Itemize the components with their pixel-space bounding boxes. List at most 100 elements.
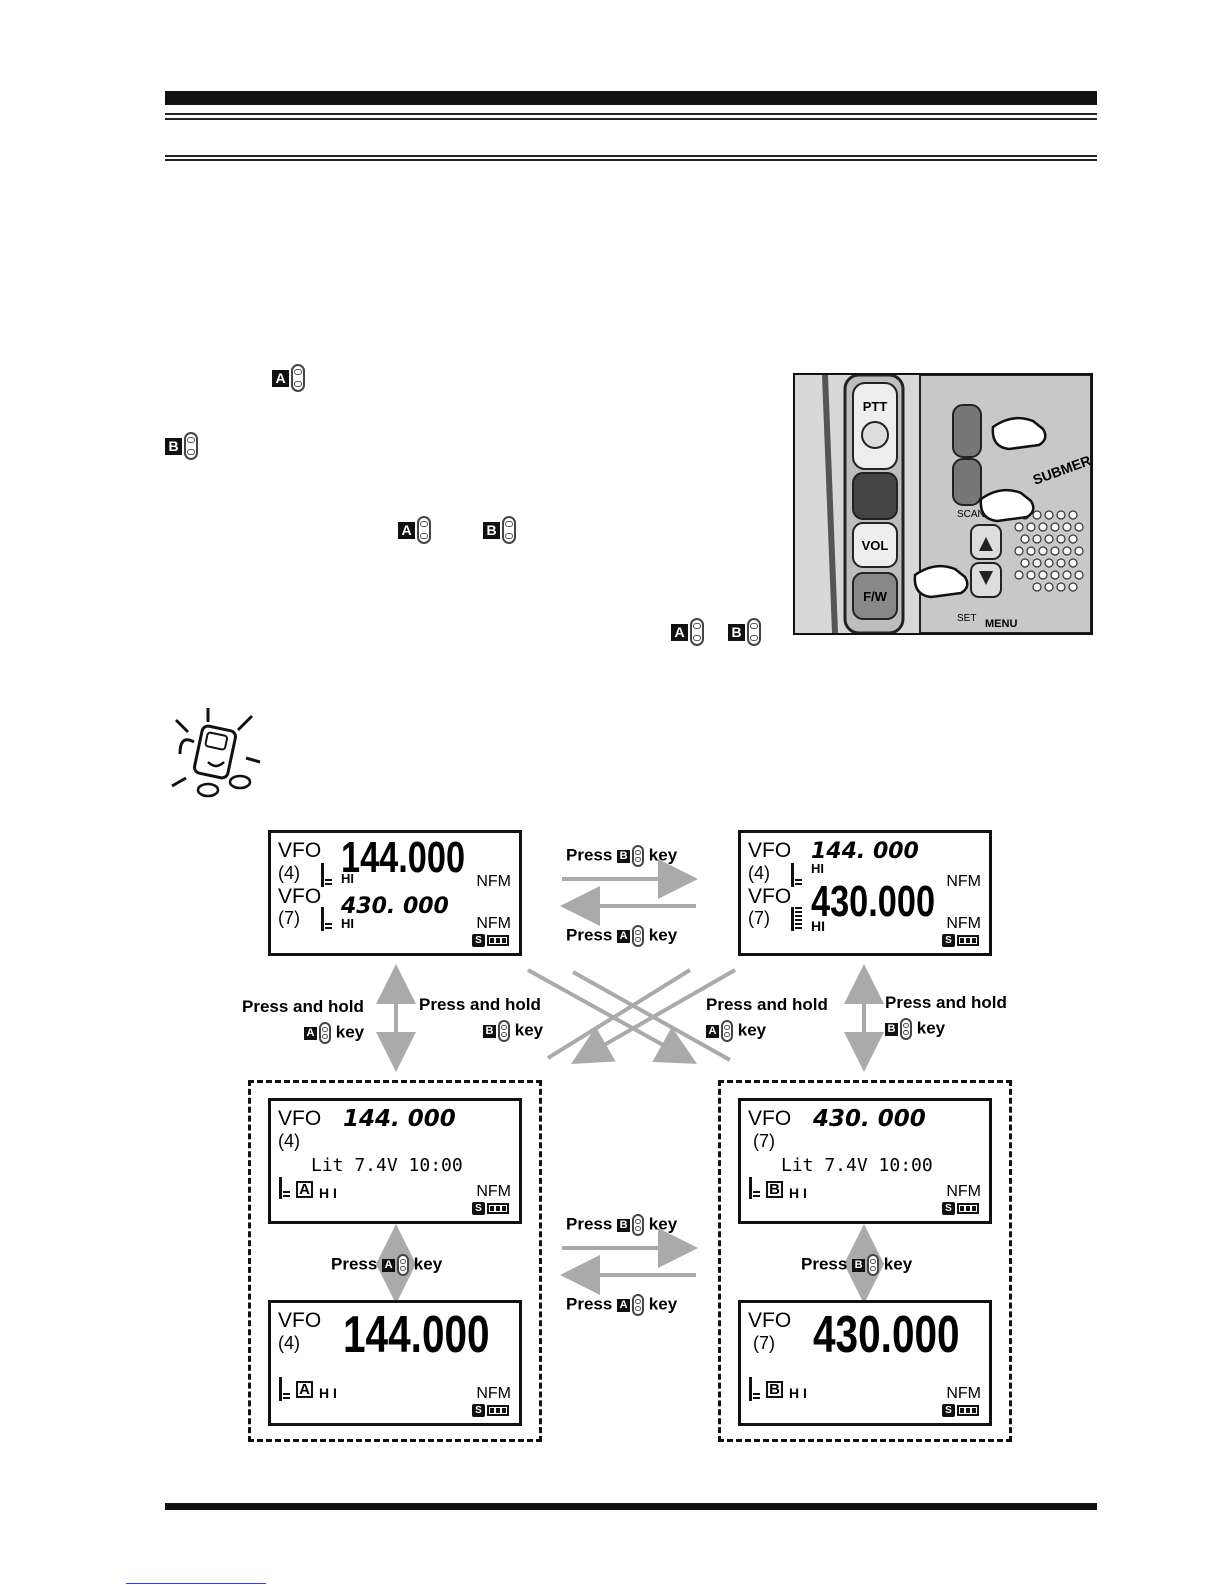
channel-label: (7) <box>748 908 770 928</box>
press-a-label: Press A key <box>331 1254 442 1276</box>
lcd-band-b-status: VFO (7) 430. 000 Lit 7.4V 10:00 B H I NF… <box>738 1098 992 1224</box>
frequency-display: 144. 000 <box>343 1106 456 1132</box>
battery-icon: S <box>942 934 979 947</box>
lcd-band-b-single: VFO (7) 430.000 B H I NFM S <box>738 1300 992 1426</box>
band-b-indicator: B <box>766 1381 783 1399</box>
signal-indicator <box>791 863 794 887</box>
band-a-indicator: A <box>296 1181 313 1199</box>
mode-label: NFM <box>946 915 981 932</box>
press-hold-a-key: A key <box>706 1020 766 1042</box>
status-line: Lit 7.4V 10:00 <box>781 1155 933 1176</box>
channel-label: (4) <box>278 1333 300 1353</box>
power-label: H I <box>319 1185 337 1201</box>
signal-bars <box>325 923 332 929</box>
signal-indicator <box>749 1377 752 1401</box>
signal-indicator <box>321 907 324 931</box>
band-a-indicator: A <box>296 1381 313 1399</box>
press-b-label: Press B key <box>566 845 677 867</box>
mode-label: NFM <box>476 1183 511 1200</box>
signal-bars <box>795 879 802 885</box>
power-label: HI <box>341 871 354 886</box>
signal-bars <box>753 1393 760 1399</box>
press-hold-a-key: A key <box>304 1022 364 1044</box>
press-hold-b-key: B key <box>483 1020 543 1042</box>
frequency-display: 430.000 <box>811 877 936 926</box>
vfo-label: VFO <box>278 839 322 862</box>
band-b-indicator: B <box>766 1181 783 1199</box>
mode-label: NFM <box>946 1183 981 1200</box>
radio-side-photo: PTT VOL F/W SUBMERS SCAN SET MENU <box>793 373 1093 635</box>
channel-label: (4) <box>278 1131 300 1151</box>
header-rule-thick <box>165 91 1097 105</box>
power-label: HI <box>811 861 824 876</box>
footer-rule <box>165 1503 1097 1510</box>
battery-icon: S <box>472 1404 509 1417</box>
frequency-display: 430. 000 <box>341 894 449 919</box>
lcd-band-a-single: VFO (4) 144.000 A H I NFM S <box>268 1300 522 1426</box>
signal-bars <box>795 907 802 929</box>
signal-bars <box>325 879 332 885</box>
press-b-label: Press B key <box>801 1254 912 1276</box>
battery-icon: S <box>472 1202 509 1215</box>
mode-label: NFM <box>476 915 511 932</box>
mascot-radio-icon <box>164 702 264 800</box>
press-hold-b-key: B key <box>885 1018 945 1040</box>
press-hold-label: Press and hold <box>242 997 364 1016</box>
vfo-label: VFO <box>278 885 322 908</box>
power-label: HI <box>811 918 825 934</box>
power-label: H I <box>319 1385 337 1401</box>
press-hold-label: Press and hold <box>885 993 1007 1012</box>
band-b-group <box>718 1080 1012 1442</box>
header-rule-thin-2 <box>165 118 1097 120</box>
mode-label: NFM <box>946 873 981 890</box>
signal-indicator <box>321 863 324 887</box>
battery-icon: S <box>942 1404 979 1417</box>
status-line: Lit 7.4V 10:00 <box>311 1155 463 1176</box>
channel-label: (7) <box>753 1333 775 1353</box>
ptt-label: PTT <box>863 399 888 414</box>
footer-link-underline <box>126 1583 266 1584</box>
vfo-label: VFO <box>748 1309 792 1332</box>
scan-label: SCAN <box>957 509 985 520</box>
battery-icon: S <box>942 1202 979 1215</box>
vfo-label: VFO <box>748 1107 792 1130</box>
battery-icon: S <box>472 934 509 947</box>
mode-label: NFM <box>476 1385 511 1402</box>
power-label: H I <box>789 1185 807 1201</box>
section-rule-2 <box>165 159 1097 161</box>
channel-label: (4) <box>748 863 770 883</box>
vfo-label: VFO <box>748 839 792 862</box>
lcd-dual-b-top: VFO (4) 144. 000 HI NFM VFO (7) 430.000 … <box>738 830 992 956</box>
press-hold-label: Press and hold <box>419 995 541 1014</box>
frequency-display: 144.000 <box>341 833 466 882</box>
section-rule-1 <box>165 155 1097 157</box>
channel-label: (7) <box>753 1131 775 1151</box>
set-label: SET <box>957 613 976 624</box>
lcd-dual-a-top: VFO (4) 144.000 HI NFM VFO (7) 430. 000 … <box>268 830 522 956</box>
a-key-icon: A <box>398 516 431 544</box>
signal-indicator <box>749 1177 752 1199</box>
press-a-label: Press A key <box>566 925 677 947</box>
a-key-icon: A <box>671 618 704 646</box>
band-a-group <box>248 1080 542 1442</box>
frequency-display: 430.000 <box>813 1306 960 1364</box>
vol-label: VOL <box>862 538 889 553</box>
frequency-display: 144.000 <box>343 1306 490 1364</box>
signal-indicator <box>279 1177 282 1199</box>
a-key-icon: A <box>272 364 305 392</box>
channel-label: (4) <box>278 863 300 883</box>
vfo-label: VFO <box>278 1107 322 1130</box>
signal-bars <box>753 1191 760 1197</box>
mode-label: NFM <box>946 1385 981 1402</box>
power-label: H I <box>789 1385 807 1401</box>
fw-label: F/W <box>863 589 888 604</box>
mode-label: NFM <box>476 873 511 890</box>
menu-label: MENU <box>985 618 1017 630</box>
b-key-icon: B <box>483 516 516 544</box>
signal-indicator <box>791 907 794 931</box>
signal-indicator <box>279 1377 282 1401</box>
signal-bars <box>283 1191 290 1197</box>
b-key-icon: B <box>165 432 198 460</box>
signal-bars <box>283 1393 290 1399</box>
